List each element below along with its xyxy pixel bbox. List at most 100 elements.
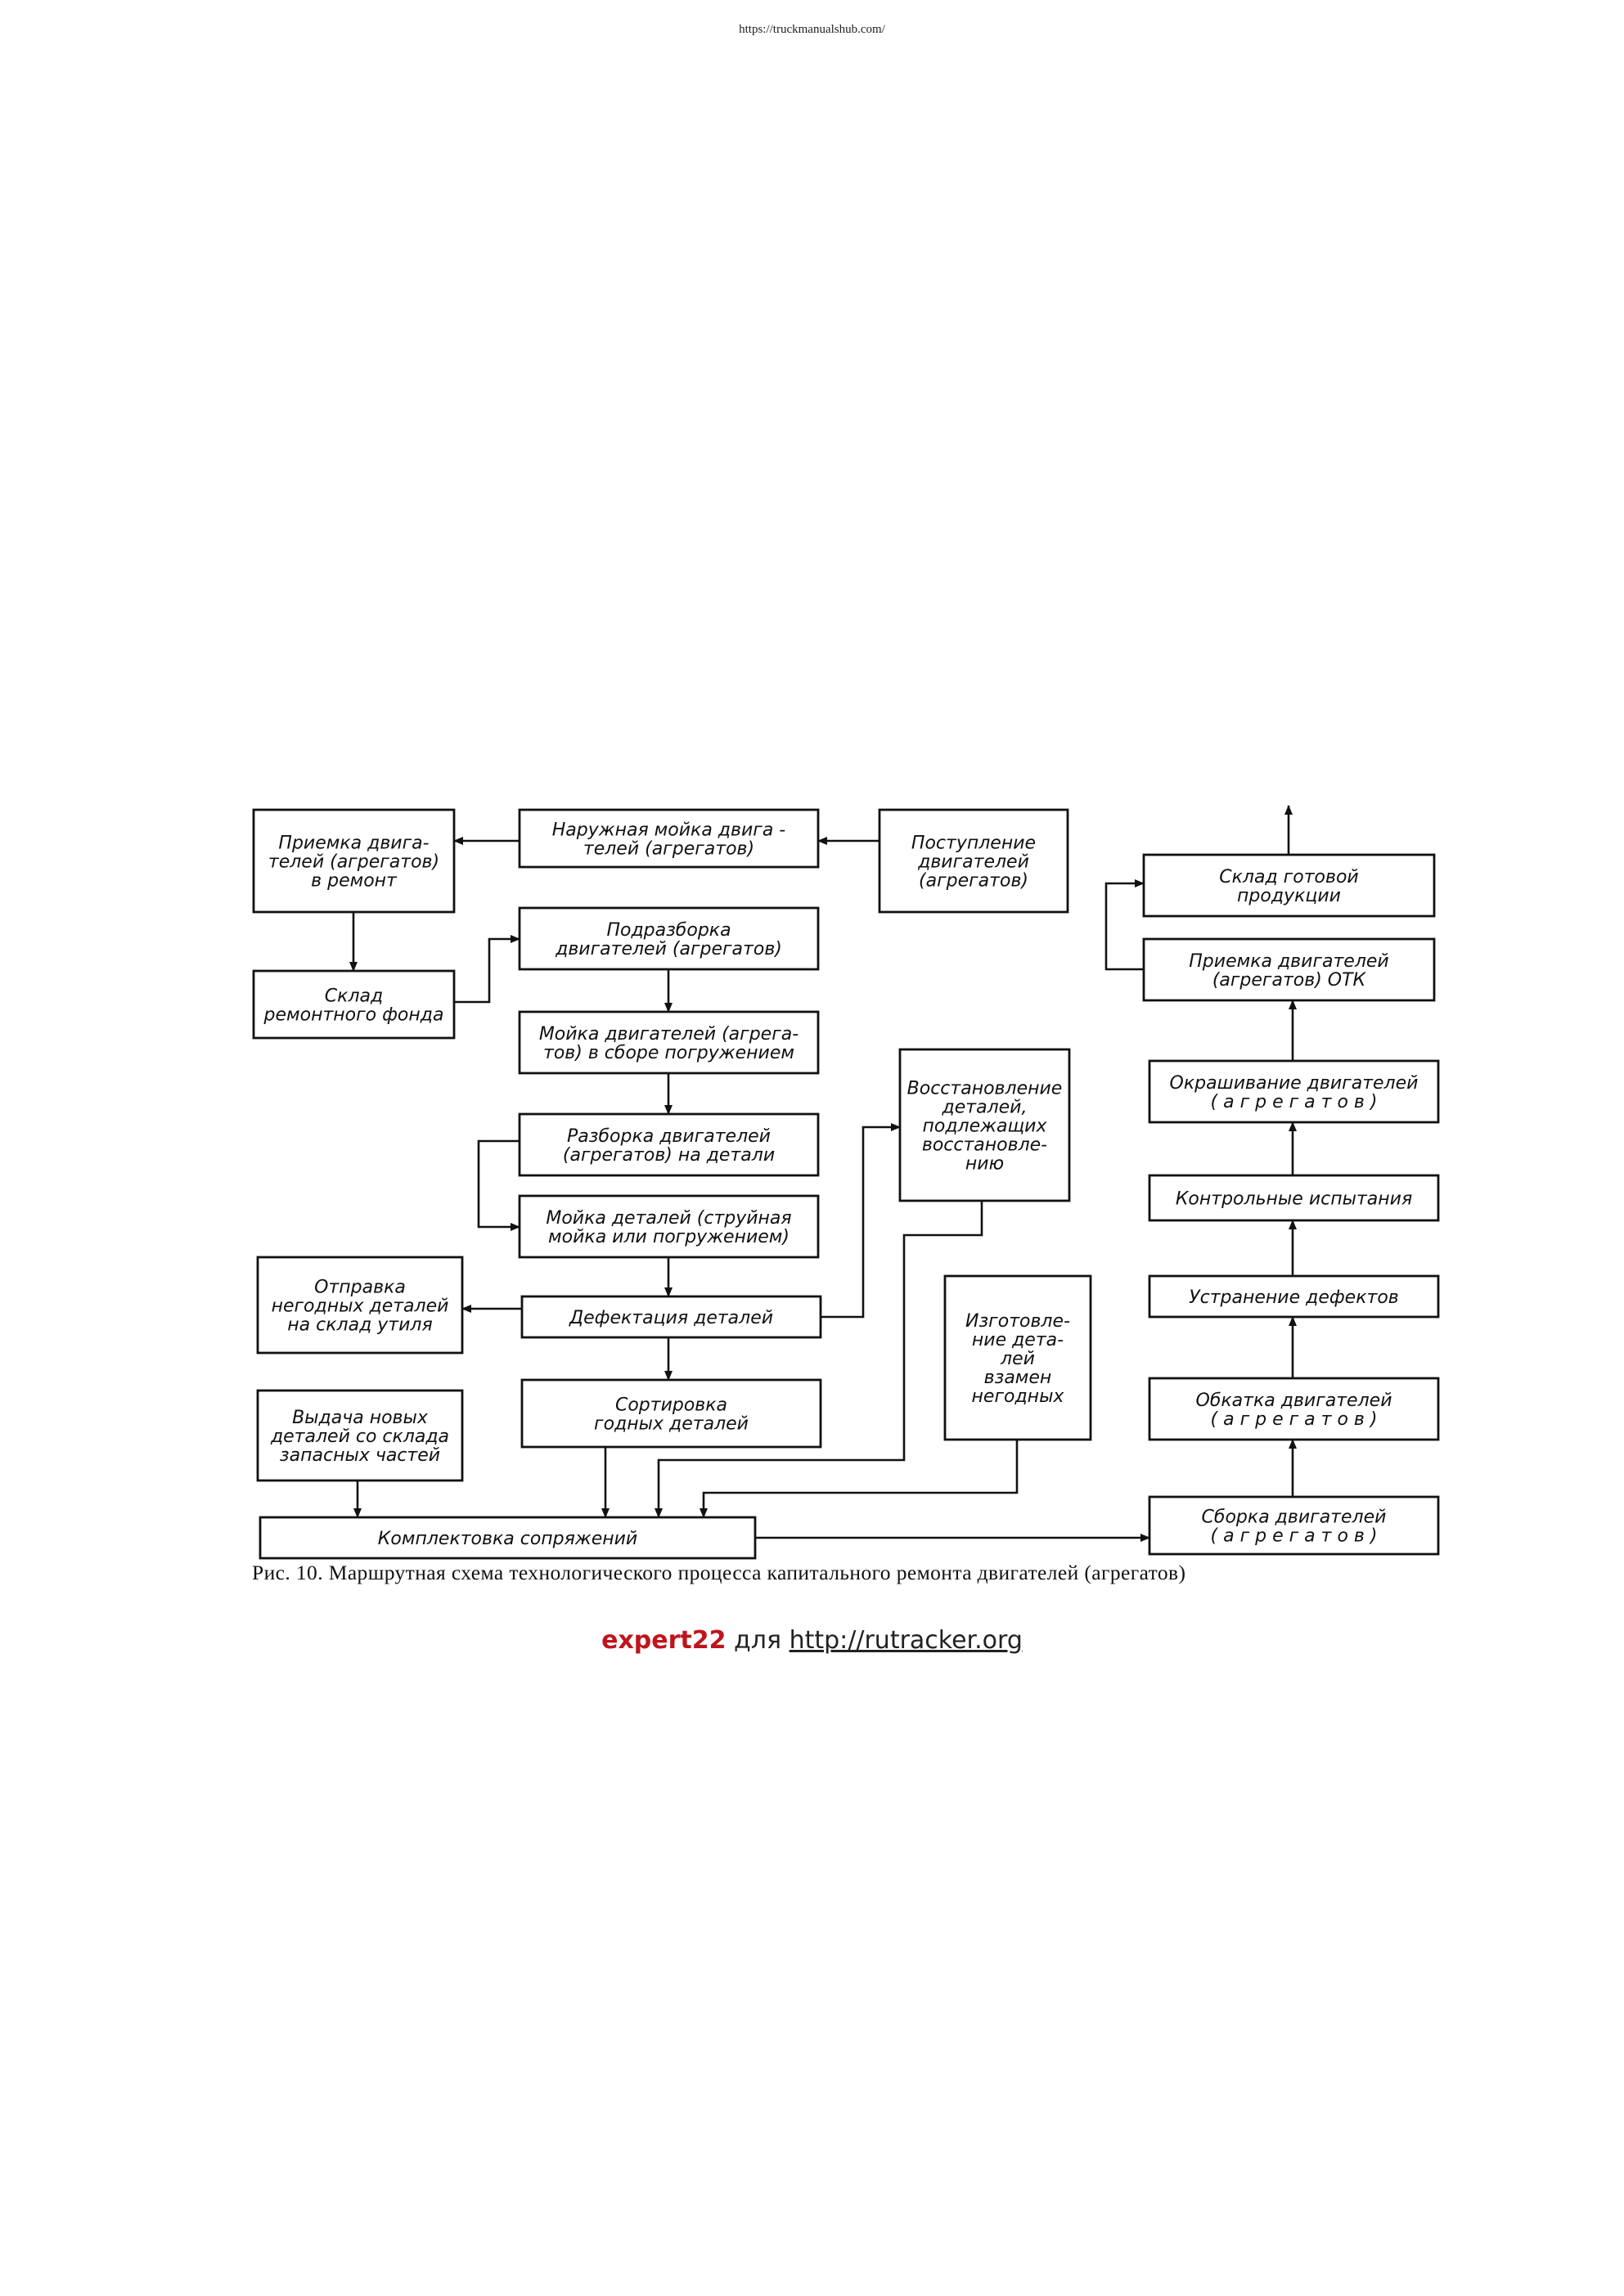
- node-box: [520, 1295, 822, 1339]
- node-box: [256, 1256, 464, 1355]
- node-label: ремонтного фонда: [263, 1005, 444, 1026]
- node-box: [1142, 853, 1436, 918]
- node-label: ( а г р е г а т о в ): [1211, 1526, 1378, 1547]
- node-label: годных деталей: [594, 1414, 749, 1435]
- node-box: [1148, 1059, 1440, 1124]
- node-obkatka: Обкатка двигателей( а г р е г а т о в ): [1148, 1377, 1440, 1441]
- node-box: [1142, 937, 1436, 1002]
- node-razborka: Разборка двигателей(агрегатов) на детали: [518, 1112, 820, 1177]
- node-label: Комплектовка сопряжений: [378, 1529, 637, 1549]
- node-box: [256, 1389, 464, 1482]
- node-label: Дефектация деталей: [569, 1308, 773, 1328]
- node-moyka-v-sbore: Мойка двигателей (агрега-тов) в сборе по…: [518, 1010, 820, 1075]
- credit-author: expert22: [601, 1626, 727, 1655]
- node-label: ( а г р е г а т о в ): [1211, 1092, 1378, 1112]
- node-label: лей: [1000, 1349, 1035, 1369]
- node-label: Склад: [325, 986, 383, 1007]
- node-box: [520, 1378, 822, 1449]
- node-label: взамен: [984, 1368, 1052, 1388]
- node-sborka: Сборка двигателей( а г р е г а т о в ): [1148, 1495, 1440, 1556]
- node-label: Склад готовой: [1219, 867, 1358, 887]
- node-label: Наружная мойка двига -: [552, 820, 786, 841]
- node-box: [252, 808, 456, 914]
- node-box: [518, 808, 820, 869]
- node-label: Устранение дефектов: [1189, 1287, 1399, 1308]
- node-label: двигателей: [917, 852, 1029, 873]
- node-label: деталей со склада: [270, 1427, 449, 1447]
- node-box: [518, 906, 820, 971]
- node-label: Выдача новых: [292, 1408, 429, 1428]
- node-label: восстановле-: [922, 1135, 1047, 1156]
- node-naruzhnaya-moyka: Наружная мойка двига -телей (агрегатов): [518, 808, 820, 869]
- node-label: ( а г р е г а т о в ): [1211, 1409, 1378, 1430]
- credit-line: expert22 для http://rutracker.org: [0, 1626, 1624, 1655]
- node-box: [943, 1274, 1092, 1441]
- node-label: негодных: [972, 1386, 1065, 1407]
- edge-sklad-remfond-to-podrazborka: [454, 935, 520, 1004]
- node-kontrol: Контрольные испытания: [1148, 1174, 1440, 1222]
- node-label: Контрольные испытания: [1176, 1189, 1412, 1210]
- node-label: Разборка двигателей: [567, 1126, 771, 1147]
- node-okrashivanie: Окрашивание двигателей( а г р е г а т о …: [1148, 1059, 1440, 1124]
- node-label: (агрегатов) на детали: [563, 1145, 775, 1166]
- node-label: Приемка двига-: [278, 833, 429, 854]
- node-label: тов) в сборе погружением: [543, 1043, 794, 1063]
- node-label: продукции: [1237, 886, 1341, 906]
- node-label: Приемка двигателей: [1189, 951, 1388, 972]
- node-label: негодных деталей: [272, 1296, 449, 1317]
- node-komplektovka: Комплектовка сопряжений: [259, 1516, 757, 1560]
- figure-caption: Рис. 10. Маршрутная схема технологическо…: [252, 1561, 1186, 1584]
- node-vosstanovlenie: Восстановлениедеталей,подлежащихвосстано…: [898, 1048, 1071, 1202]
- node-label: Мойка двигателей (агрега-: [539, 1024, 799, 1045]
- node-label: Отправка: [314, 1278, 406, 1298]
- node-box: [252, 969, 456, 1040]
- node-label: запасных частей: [280, 1445, 440, 1466]
- node-box: [898, 1048, 1071, 1202]
- credit-middle: для: [726, 1626, 790, 1655]
- node-defektaciya: Дефектация деталей: [520, 1295, 822, 1339]
- node-label: на склад утиля: [287, 1315, 432, 1336]
- node-box: [259, 1516, 757, 1560]
- node-label: (агрегатов) ОТК: [1212, 970, 1367, 991]
- node-box: [878, 808, 1069, 914]
- node-label: Подразборка: [606, 920, 731, 941]
- node-label: (агрегатов): [919, 871, 1028, 892]
- node-label: Сортировка: [615, 1395, 727, 1416]
- node-label: Окрашивание двигателей: [1170, 1073, 1419, 1094]
- node-priemka-otk: Приемка двигателей(агрегатов) ОТК: [1142, 937, 1436, 1002]
- node-box: [518, 1112, 820, 1177]
- node-ustranenie: Устранение дефектов: [1148, 1274, 1440, 1319]
- node-label: телей (агрегатов): [583, 839, 754, 860]
- node-label: Сборка двигателей: [1202, 1507, 1387, 1528]
- node-label: телей (агрегатов): [268, 852, 439, 873]
- edge-izgotovlenie-to-komplektovka: [700, 1440, 1019, 1518]
- node-label: деталей,: [942, 1098, 1028, 1118]
- node-label: Обкатка двигателей: [1196, 1391, 1392, 1411]
- node-label: мойка или погружением): [548, 1227, 790, 1247]
- node-label: Изготовле-: [965, 1311, 1070, 1332]
- node-label: нию: [965, 1154, 1004, 1175]
- node-label: Поступление: [911, 833, 1036, 854]
- edge-defektaciya-to-vosstanovlenie: [821, 1123, 901, 1319]
- edge-priemka-otk-to-sklad-gotovoy: [1104, 879, 1145, 971]
- source-url: https://truckmanualshub.com/: [739, 23, 885, 36]
- node-priemka-remont: Приемка двига-телей (агрегатов)в ремонт: [252, 808, 456, 914]
- node-label: в ремонт: [311, 871, 398, 892]
- node-label: ние дета-: [972, 1330, 1064, 1350]
- node-label: Мойка деталей (струйная: [546, 1208, 791, 1229]
- node-box: [1148, 1377, 1440, 1441]
- node-box: [518, 1010, 820, 1075]
- edge-vosstanovlenie-to-komplektovka: [655, 1201, 983, 1518]
- node-box: [518, 1194, 820, 1259]
- node-box: [1148, 1274, 1440, 1319]
- node-box: [1148, 1495, 1440, 1556]
- credit-link[interactable]: http://rutracker.org: [789, 1626, 1023, 1655]
